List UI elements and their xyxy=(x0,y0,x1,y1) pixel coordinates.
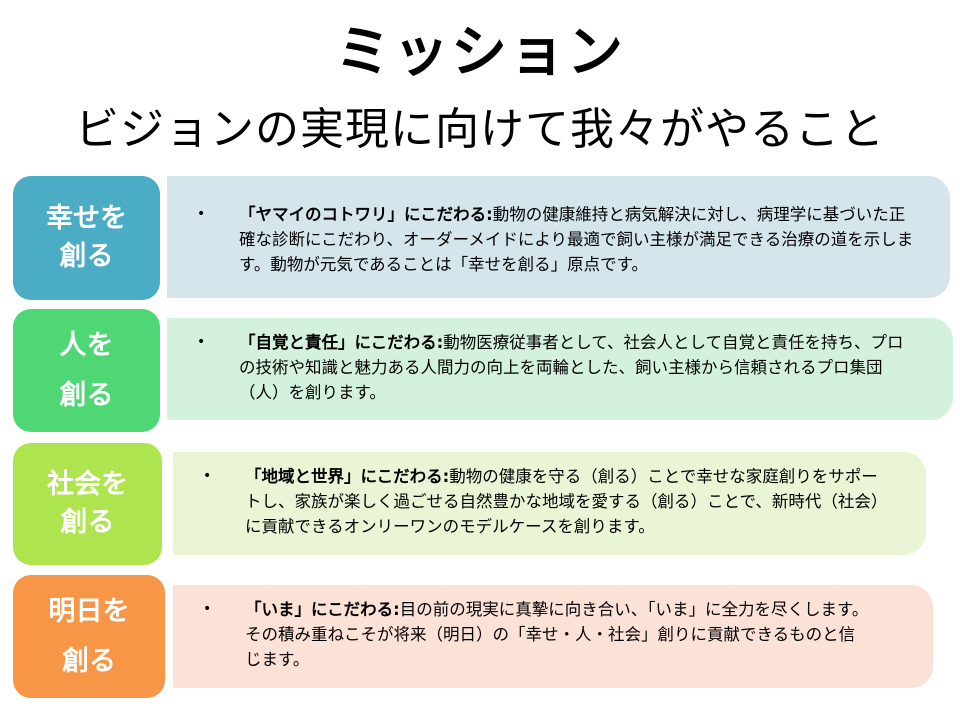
label-line2: 創る xyxy=(60,507,115,538)
mission-label-happiness: 幸せを 創る xyxy=(13,176,160,300)
bullet-icon: • xyxy=(203,468,212,484)
mission-body: 動物の健康を守る（創る）ことで幸せな家庭創りをサポートし、家族が楽しく過ごせる自… xyxy=(245,467,888,536)
label-line2: 創る xyxy=(59,241,114,272)
mission-lead: 「地域と世界」にこだわる: xyxy=(245,467,450,486)
mission-lead: 「ヤマイのコトワリ」にこだわる: xyxy=(239,205,493,224)
label-line2: 創る xyxy=(59,379,114,411)
bullet-icon: • xyxy=(197,334,206,350)
label-line2: 創る xyxy=(62,645,116,677)
label-line1: 明日を xyxy=(48,595,130,627)
mission-body: 動物の健康維持と病気解決に対し、病理学に基づいた正確な診断にこだわり、オーダーメ… xyxy=(239,205,914,274)
label-line1: 幸せを xyxy=(46,203,127,234)
page-subtitle: ビジョンの実現に向けて我々がやること xyxy=(75,104,885,155)
mission-content-society: • 「地域と世界」にこだわる:動物の健康を守る（創る）ことで幸せな家庭創りをサポ… xyxy=(173,452,926,555)
label-line1: 人を xyxy=(59,329,114,361)
mission-label-people: 人を 創る xyxy=(13,309,160,432)
mission-content-tomorrow: • 「いま」にこだわる:目の前の現実に真摯に向き合い、「いま」に全力を尽くします… xyxy=(173,585,933,688)
label-line1: 社会を xyxy=(47,469,128,500)
bullet-icon: • xyxy=(203,601,212,617)
mission-content-happiness: • 「ヤマイのコトワリ」にこだわる:動物の健康維持と病気解決に対し、病理学に基づ… xyxy=(167,176,950,298)
bullet-icon: • xyxy=(197,206,206,222)
page-title: ミッション xyxy=(335,20,625,85)
mission-body: 目の前の現実に真摯に向き合い、「いま」に全力を尽くします。その積み重ねこそが将来… xyxy=(245,600,869,669)
mission-lead: 「自覚と責任」にこだわる: xyxy=(239,333,444,352)
mission-label-tomorrow: 明日を 創る xyxy=(13,575,165,698)
mission-content-people: • 「自覚と責任」にこだわる:動物医療従事者として、社会人として自覚と責任を持ち… xyxy=(167,318,953,420)
mission-body: 動物医療従事者として、社会人として自覚と責任を持ち、プロの技術や知識と魅力ある人… xyxy=(239,333,904,402)
mission-lead: 「いま」にこだわる: xyxy=(245,600,400,619)
mission-label-society: 社会を 創る xyxy=(13,443,162,565)
